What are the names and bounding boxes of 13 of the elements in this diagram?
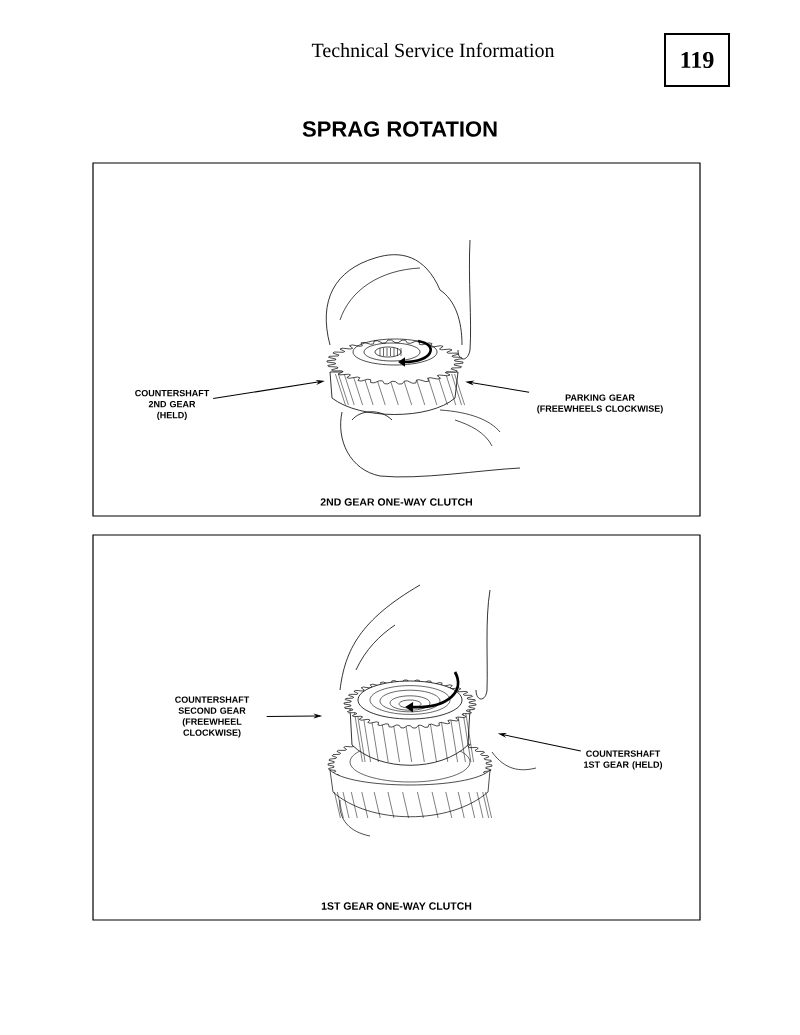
- callout-label: PARKING GEAR (FREEWHEELS CLOCKWISE): [537, 394, 663, 414]
- callout-label: COUNTERSHAFT 1ST GEAR (HELD): [584, 750, 663, 770]
- leader-arrow: [266, 714, 321, 718]
- callout-label: COUNTERSHAFT SECOND GEAR (FREEWHEEL CLOCKWISE): [175, 696, 250, 738]
- leader-arrow: [466, 380, 530, 393]
- callout-label: COUNTERSHAFT 2ND GEAR (HELD): [135, 389, 210, 421]
- gear-drawing: [327, 584, 537, 837]
- gear-drawing: [325, 239, 521, 478]
- leader-arrow: [499, 733, 582, 752]
- page-number-box: 119: [664, 33, 730, 87]
- leader-arrow: [212, 380, 324, 400]
- title: SPRAG ROTATION: [302, 121, 497, 137]
- header-text: Technical Service Information: [311, 42, 555, 58]
